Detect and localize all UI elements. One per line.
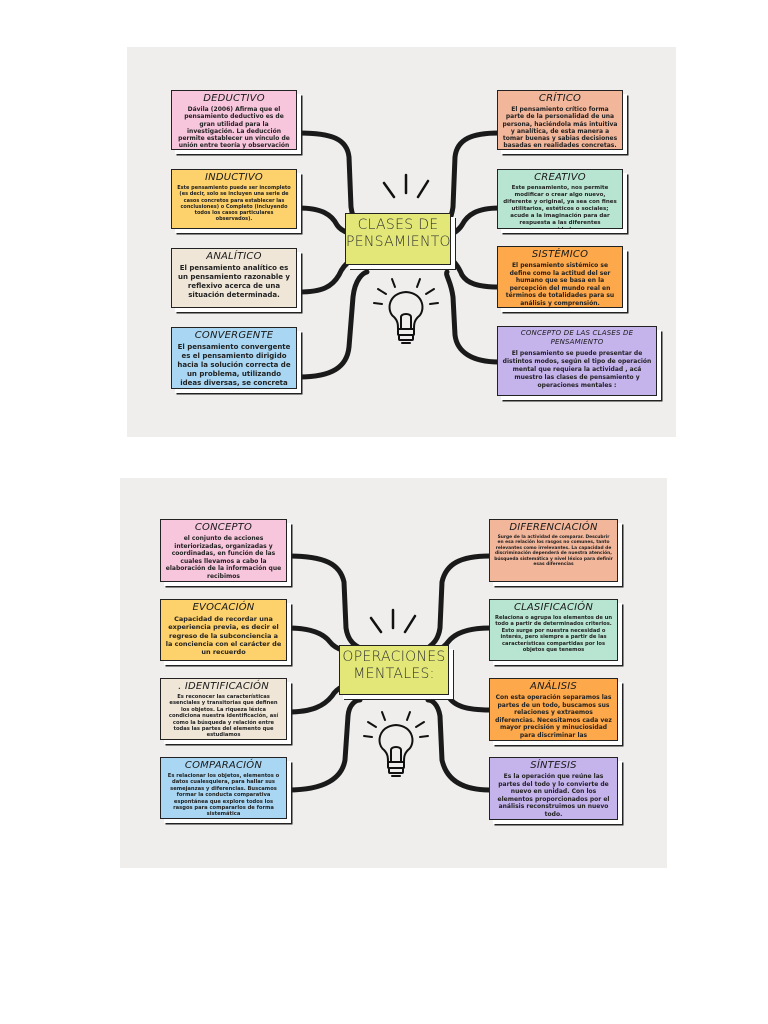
card-creativo: CREATIVO Este pensamiento, nos permite m… bbox=[497, 169, 623, 229]
sparkle-lines-icon bbox=[369, 608, 417, 634]
card-title: CONVERGENTE bbox=[194, 330, 274, 341]
card-text: el conjunto de acciones interiorizadas, … bbox=[165, 535, 282, 580]
card-identificacion: . IDENTIFICACIÓN Es reconocer las caract… bbox=[160, 678, 287, 740]
card-analitico: ANALÍTICO El pensamiento analítico es un… bbox=[171, 248, 297, 308]
card-sistemico: SISTÉMICO El pensamiento sistémico se de… bbox=[497, 246, 623, 308]
sparkle-lines-icon bbox=[382, 173, 430, 199]
lightbulb-icon bbox=[363, 711, 429, 777]
mind-map-operaciones-mentales: OPERACIONES MENTALES: CONCEPTO el conjun… bbox=[120, 478, 667, 868]
card-text: Capacidad de recordar una experiencia pr… bbox=[165, 615, 282, 657]
card-title: ANÁLISIS bbox=[530, 681, 577, 692]
center-title-box: OPERACIONES MENTALES: bbox=[339, 645, 449, 695]
card-title: . IDENTIFICACIÓN bbox=[178, 681, 269, 692]
card-concepto-clases: CONCEPTO DE LAS CLASES DE PENSAMIENTO El… bbox=[497, 326, 657, 396]
card-title: CLASIFICACIÓN bbox=[513, 602, 594, 613]
center-title-box: CLASES DE PENSAMIENTO bbox=[345, 213, 451, 265]
card-text: Con esta operación separamos las partes … bbox=[495, 694, 612, 740]
card-critico: CRÍTICO El pensamiento crítico forma par… bbox=[497, 90, 623, 150]
card-convergente: CONVERGENTE El pensamiento convergente e… bbox=[171, 327, 297, 389]
center-title: OPERACIONES MENTALES: bbox=[342, 649, 446, 682]
card-text: El pensamiento analítico es un pensamien… bbox=[178, 264, 290, 299]
card-title: DEDUCTIVO bbox=[203, 93, 265, 104]
card-title: CONCEPTO DE LAS CLASES DE PENSAMIENTO bbox=[520, 329, 634, 346]
card-title: CRÍTICO bbox=[538, 93, 582, 104]
card-title: CONCEPTO bbox=[194, 522, 253, 533]
card-title: SÍNTESIS bbox=[530, 760, 577, 771]
card-inductivo: INDUCTIVO Este pensamiento puede ser inc… bbox=[171, 169, 297, 229]
card-text: Dávila (2006) Afirma que el pensamiento … bbox=[178, 106, 290, 150]
card-text: El pensamiento crítico forma parte de la… bbox=[502, 106, 618, 150]
card-title: CREATIVO bbox=[534, 172, 586, 183]
card-text: El pensamiento se puede presentar de dis… bbox=[502, 350, 652, 389]
card-text: Este pensamiento, nos permite modificar … bbox=[503, 185, 617, 228]
mind-map-clases-de-pensamiento: CLASES DE PENSAMIENTO DEDUCTIVO Dávila (… bbox=[127, 47, 676, 437]
card-title: INDUCTIVO bbox=[204, 172, 263, 183]
card-concepto: CONCEPTO el conjunto de acciones interio… bbox=[160, 519, 287, 582]
card-title: COMPARACIÓN bbox=[184, 760, 263, 771]
card-text: El pensamiento sistémico se define como … bbox=[505, 262, 615, 307]
card-analisis: ANÁLISIS Con esta operación separamos la… bbox=[489, 678, 618, 741]
card-text: Surge de la actividad de comparar. Descu… bbox=[494, 535, 613, 568]
card-text: Este pensamiento puede ser incompleto (e… bbox=[177, 185, 291, 223]
card-title: EVOCACIÓN bbox=[192, 602, 255, 613]
card-comparacion: COMPARACIÓN Es relacionar los objetos, e… bbox=[160, 757, 287, 819]
card-text: Es reconocer las características esencia… bbox=[168, 694, 279, 739]
card-clasificacion: CLASIFICACIÓN Relaciona o agrupa los ele… bbox=[489, 599, 618, 661]
card-title: DIFERENCIACIÓN bbox=[509, 522, 598, 533]
card-deductivo: DEDUCTIVO Dávila (2006) Afirma que el pe… bbox=[171, 90, 297, 150]
center-title: CLASES DE PENSAMIENTO bbox=[346, 217, 451, 250]
card-title: ANALÍTICO bbox=[206, 251, 262, 262]
card-text: Es relacionar los objetos, elementos o d… bbox=[167, 773, 280, 818]
card-diferenciacion: DIFERENCIACIÓN Surge de la actividad de … bbox=[489, 519, 618, 582]
card-text: Relaciona o agrupa los elementos de un t… bbox=[494, 615, 613, 654]
card-evocacion: EVOCACIÓN Capacidad de recordar una expe… bbox=[160, 599, 287, 661]
card-sintesis: SÍNTESIS Es la operación que reúne las p… bbox=[489, 757, 618, 820]
card-text: El pensamiento convergente es el pensami… bbox=[177, 343, 291, 387]
card-text: Es la operación que reúne las partes del… bbox=[497, 773, 610, 818]
card-title: SISTÉMICO bbox=[531, 249, 589, 260]
lightbulb-icon bbox=[373, 278, 439, 344]
